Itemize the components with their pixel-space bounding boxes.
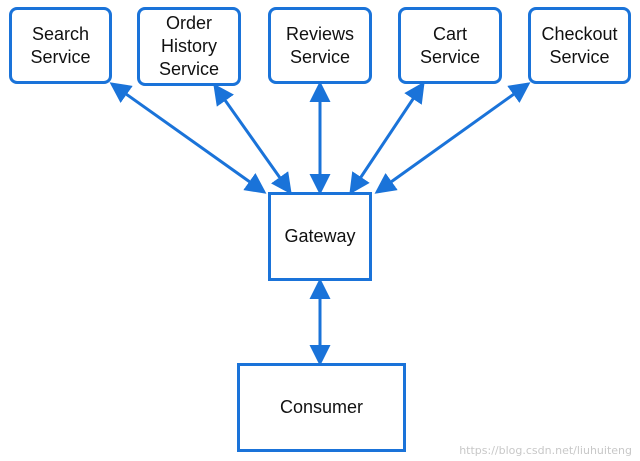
reviews-service-node: Reviews Service bbox=[268, 7, 372, 84]
consumer-label: Consumer bbox=[279, 397, 364, 417]
checkout-service-label: Checkout Service bbox=[541, 23, 618, 67]
search-service-node: Search Service bbox=[9, 7, 112, 84]
gateway-label: Gateway bbox=[284, 226, 356, 246]
edge-search-gateway bbox=[109, 82, 267, 194]
gateway-node: Gateway bbox=[268, 192, 372, 281]
watermark-text: https://blog.csdn.net/liuhuiteng bbox=[459, 444, 632, 457]
edge-cart-gateway bbox=[349, 81, 425, 195]
order-history-service-label: Order History Service bbox=[158, 13, 220, 79]
order-history-service-node: Order History Service bbox=[137, 7, 241, 86]
checkout-service-node: Checkout Service bbox=[528, 7, 631, 84]
edge-checkout-gateway bbox=[374, 82, 531, 194]
search-service-label: Search Service bbox=[30, 23, 91, 67]
consumer-node: Consumer bbox=[237, 363, 406, 452]
cart-service-node: Cart Service bbox=[398, 7, 502, 84]
edge-order-history-gateway bbox=[213, 83, 292, 195]
reviews-service-label: Reviews Service bbox=[285, 23, 355, 67]
cart-service-label: Cart Service bbox=[419, 23, 481, 67]
